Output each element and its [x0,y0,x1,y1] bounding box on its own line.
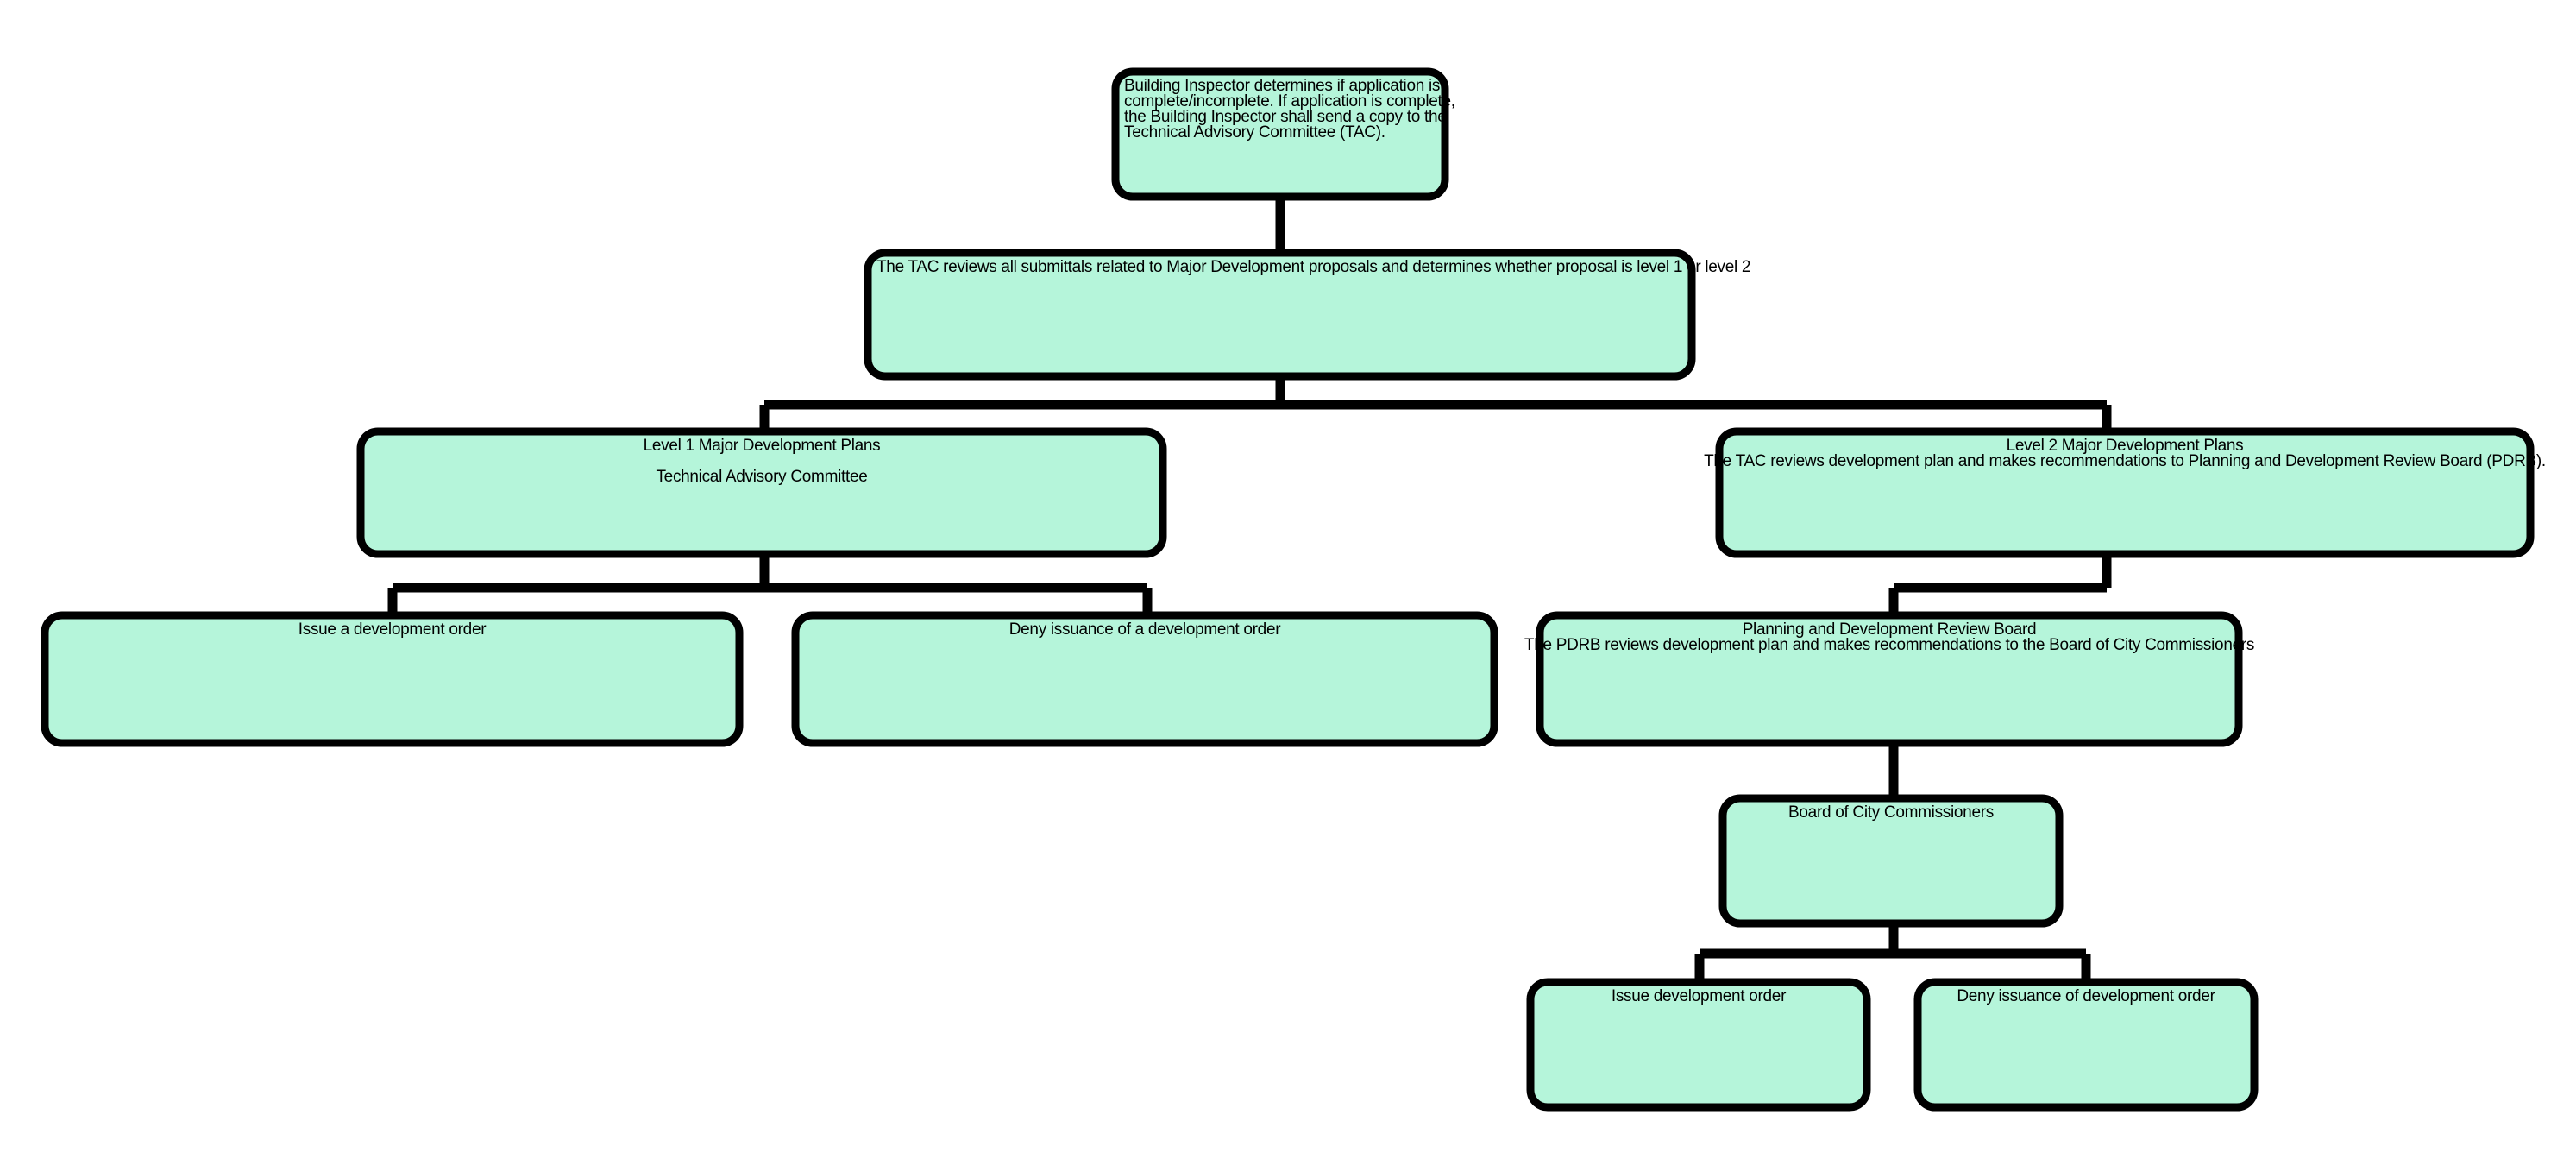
connector-layer [387,197,2112,982]
node-box-level-1-plans [356,427,1167,558]
node-text-tac-review-line-0: The TAC reviews all submittals related t… [876,258,1750,276]
node-text-level-1-plans-line-0: Level 1 Major Development Plans [644,437,881,455]
node-text-building-inspector-line-1: complete/incomplete. If application is c… [1124,92,1455,110]
node-text-level-1-plans-line-2: Technical Advisory Committee [656,468,867,486]
node-box-level-2-plans [1715,427,2535,558]
node-text-building-inspector-line-2: the Building Inspector shall send a copy… [1124,108,1447,126]
node-level-1-plans[interactable]: Level 1 Major Development PlansTechnical… [356,427,1167,558]
node-box-tac-review [864,249,1696,381]
node-layer: Building Inspector determines if applica… [41,67,2546,1112]
node-text-pdrb-review-line-1: The PDRB reviews development plan and ma… [1524,636,2254,654]
node-deny-development-order-bcc[interactable]: Deny issuance of development order [1913,978,2259,1112]
node-tac-review[interactable]: The TAC reviews all submittals related t… [864,249,1750,381]
node-box-deny-development-order-l1 [791,611,1498,747]
node-box-pdrb-review [1536,611,2243,747]
node-issue-development-order-bcc[interactable]: Issue development order [1526,978,1871,1112]
node-text-issue-development-order-l1-line-0: Issue a development order [298,620,487,639]
node-text-pdrb-review-line-0: Planning and Development Review Board [1743,620,2037,639]
node-box-issue-development-order-bcc [1526,978,1871,1112]
node-building-inspector[interactable]: Building Inspector determines if applica… [1111,67,1455,201]
node-text-level-2-plans-line-0: Level 2 Major Development Plans [2007,437,2244,455]
node-text-level-2-plans-line-1: The TAC reviews development plan and mak… [1704,452,2546,470]
node-text-board-of-city-commissioners-line-0: Board of City Commissioners [1788,803,1994,822]
node-box-building-inspector [1111,67,1449,201]
node-deny-development-order-l1[interactable]: Deny issuance of a development order [791,611,1498,747]
node-box-deny-development-order-bcc [1913,978,2259,1112]
node-text-building-inspector-line-3: Technical Advisory Committee (TAC). [1124,123,1385,142]
node-text-deny-development-order-bcc-line-0: Deny issuance of development order [1957,987,2215,1005]
node-box-board-of-city-commissioners [1718,794,2064,928]
node-text-deny-development-order-l1-line-0: Deny issuance of a development order [1009,620,1281,639]
node-pdrb-review[interactable]: Planning and Development Review BoardThe… [1524,611,2254,747]
node-board-of-city-commissioners[interactable]: Board of City Commissioners [1718,794,2064,928]
node-issue-development-order-l1[interactable]: Issue a development order [41,611,744,747]
node-text-building-inspector-line-0: Building Inspector determines if applica… [1124,77,1440,95]
node-text-issue-development-order-bcc-line-0: Issue development order [1612,987,1787,1005]
node-box-issue-development-order-l1 [41,611,744,747]
